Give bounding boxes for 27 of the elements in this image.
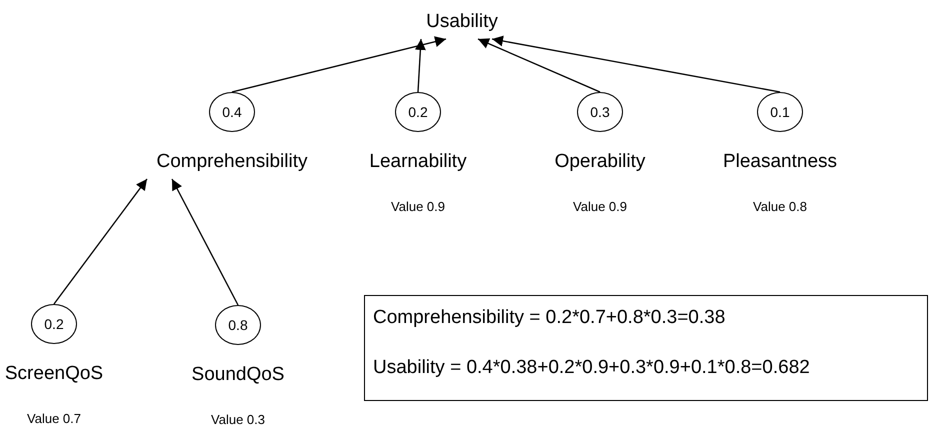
formula-box [364,295,928,401]
weight-circle: 0.1 [757,92,803,132]
arrow [171,178,239,306]
value-label: Value 0.8 [752,198,808,216]
arrow [232,36,446,93]
criterion-name: Comprehensibility [155,150,308,174]
value-label: Value 0.3 [210,411,266,429]
formula-text: Comprehensibility = 0.2*0.7+0.8*0.3=0.38 [373,306,726,330]
value-label: Value 0.9 [390,198,446,216]
weight-circle: 0.2 [395,92,441,132]
weight-circle: 0.3 [577,92,623,132]
weight-circle: 0.2 [31,304,77,344]
weight-circle: 0.8 [215,305,261,345]
value-label: Value 0.9 [572,198,628,216]
arrow [414,38,426,92]
criterion-name: Pleasantness [722,150,838,174]
value-label: Value 0.7 [26,410,82,428]
root-criterion: Usability [426,10,498,34]
formula-text: Usability = 0.4*0.38+0.2*0.9+0.3*0.9+0.1*0.8=0.682 [373,356,811,380]
criterion-name: Learnability [368,150,468,174]
weight-circle: 0.4 [209,92,255,132]
arrow [478,38,600,93]
criterion-name: Operability [554,150,646,174]
criterion-name: SoundQoS [190,363,286,387]
arrow [53,178,148,304]
criterion-name: ScreenQoS [4,362,104,386]
arrow [492,36,780,93]
